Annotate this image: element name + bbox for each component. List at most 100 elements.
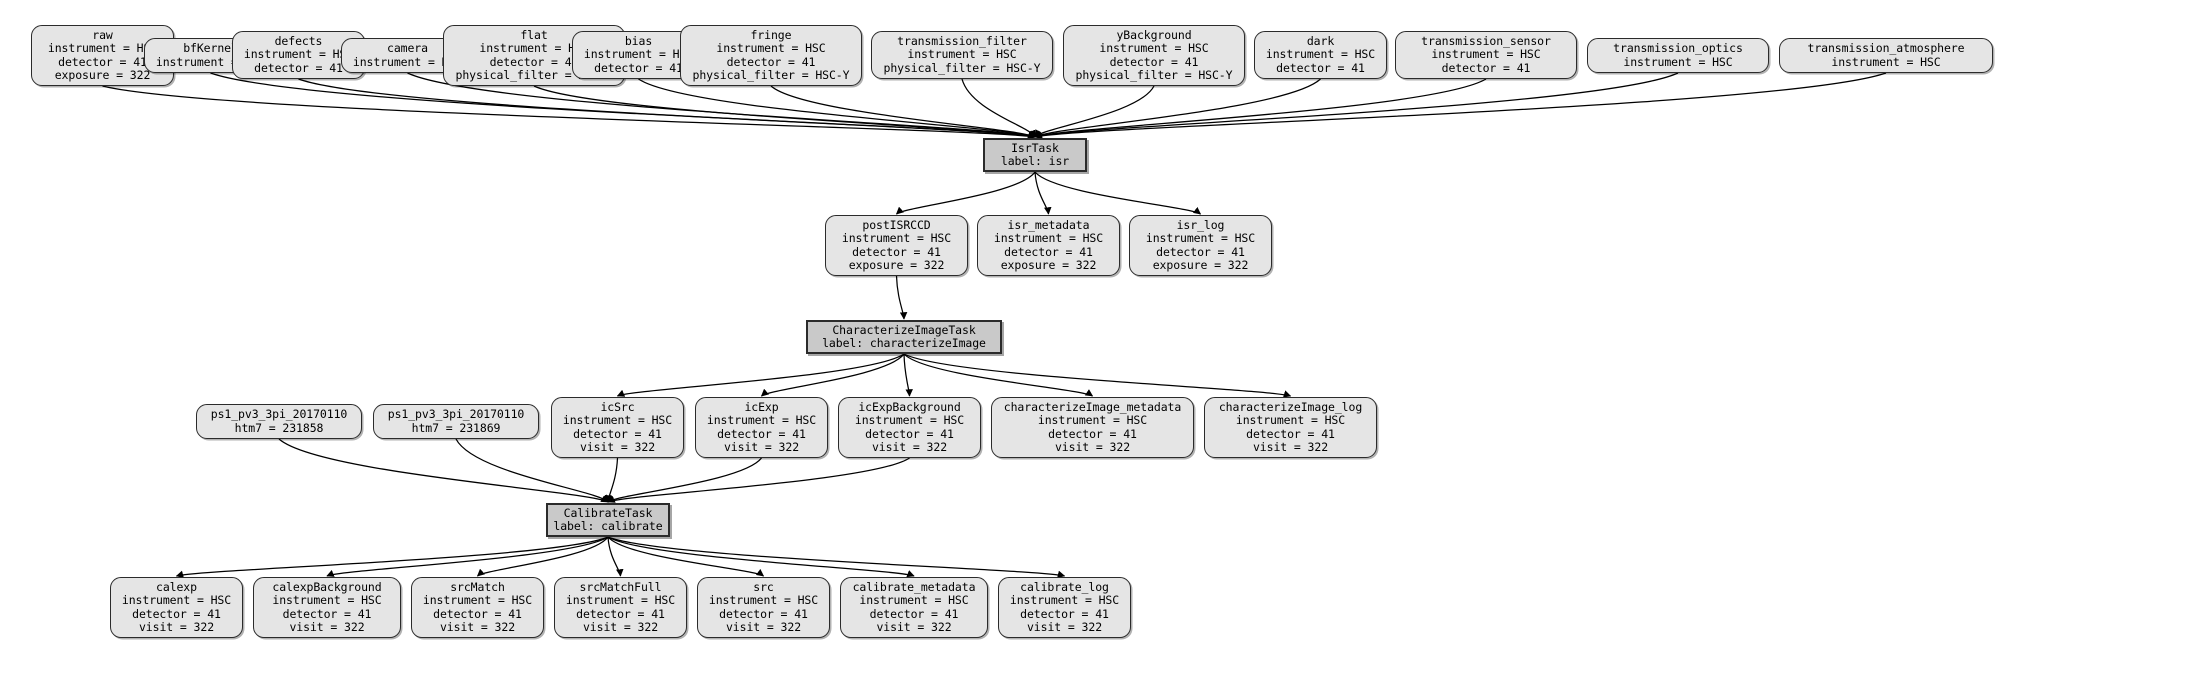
node-detail-line: instrument = HSC [859,593,969,608]
graph-edge [533,85,1036,139]
node-detail-line: instrument = HSC [841,231,952,246]
node-detail-line: instrument = HSC [562,413,673,428]
node-detail-line: detector = 41 [852,244,941,259]
node-detail-line: detector = 41 [1441,60,1531,75]
node-detail-line: instrument = HSC [1431,47,1541,62]
node-detail-line: physical_filter = HSC-Y [1075,67,1233,82]
graph-edge [1034,171,1052,215]
node-title: calexpBackground [272,579,382,594]
node-title: ps1_pv3_3pi_20170110 [387,407,525,422]
node-detail-line: exposure = 322 [848,257,945,272]
node-title: transmission_optics [1613,41,1743,56]
node-title: icExp [744,399,779,414]
node-title: icExpBackground [858,399,961,414]
node-detail-line: instrument = HSC [121,593,232,608]
node-detail-line: instrument = HSC [352,54,463,69]
node-detail-line: instrument = HSC [1265,47,1376,62]
node-detail-line: visit = 322 [579,439,656,454]
node-title: yBackground [1116,27,1192,42]
node-detail-line: instrument = HSC [47,41,158,56]
graph-edge [903,353,1094,397]
node-detail-line: physical_filter = HSC-Y [692,67,850,82]
node-detail-line: instrument = HSC [422,593,533,608]
graph-edge [760,353,905,397]
node-detail-line: instrument = HSC [1009,593,1120,608]
node-title: characterizeImage_metadata [1003,399,1182,414]
node-detail-line: instrument = HSC [993,231,1104,246]
node-detail-line: detector = 41 [726,54,816,69]
node-detail-line: detector = 41 [1276,60,1365,75]
graph-edge [102,85,1036,140]
graph-edge [770,85,1036,138]
node-title: calibrate_metadata [852,579,976,594]
node-detail-line: detector = 41 [1156,244,1245,259]
node-detail-line: instrument = HSC [1037,413,1148,428]
node-detail-line: visit = 322 [725,619,802,634]
graph-edge [607,536,624,577]
node-detail-line: exposure = 322 [1152,257,1249,272]
graph-edge [638,78,1036,138]
graph-edge [1034,78,1321,138]
graph-edge [895,171,1036,215]
node-detail-line: detector = 41 [869,606,959,621]
node-title: postISRCCD [862,217,931,232]
node-title: transmission_filter [897,33,1027,48]
node-title: raw [92,27,113,42]
node-detail-line: detector = 41 [594,60,683,75]
node-detail-line: detector = 41 [1246,426,1335,441]
node-title: icSrc [600,399,635,414]
graph-edge [961,78,1036,138]
node-detail-line: instrument = HSC [565,593,676,608]
graph-edge [607,457,910,503]
graph-edge [895,275,908,320]
node-title: isr_log [1176,217,1225,232]
graph-edge [175,536,609,578]
node-detail-line: visit = 322 [1252,439,1329,454]
graph-edge [1034,171,1202,215]
node-title: ps1_pv3_3pi_20170110 [210,407,348,422]
node-detail-line: instrument = HSC [708,593,819,608]
node-detail-line: htm7 = 231869 [411,420,501,435]
graph-edge [607,536,765,577]
node-detail-line: detector = 41 [489,54,579,69]
node-title: dark [1306,33,1335,48]
node-detail-line: detector = 41 [1048,426,1137,441]
graph-edge [326,536,609,577]
node-detail-line: detector = 41 [865,426,954,441]
node-detail-line: detector = 41 [1109,54,1199,69]
node-detail-line: exposure = 322 [54,67,151,82]
node-detail-line: detector = 41 [132,606,221,621]
node-detail-line: detector = 41 [717,426,806,441]
node-title: characterizeImage_log [1218,399,1363,414]
node-detail-line: instrument = HSC [1145,231,1256,246]
node-title: srcMatchFull [579,579,662,594]
